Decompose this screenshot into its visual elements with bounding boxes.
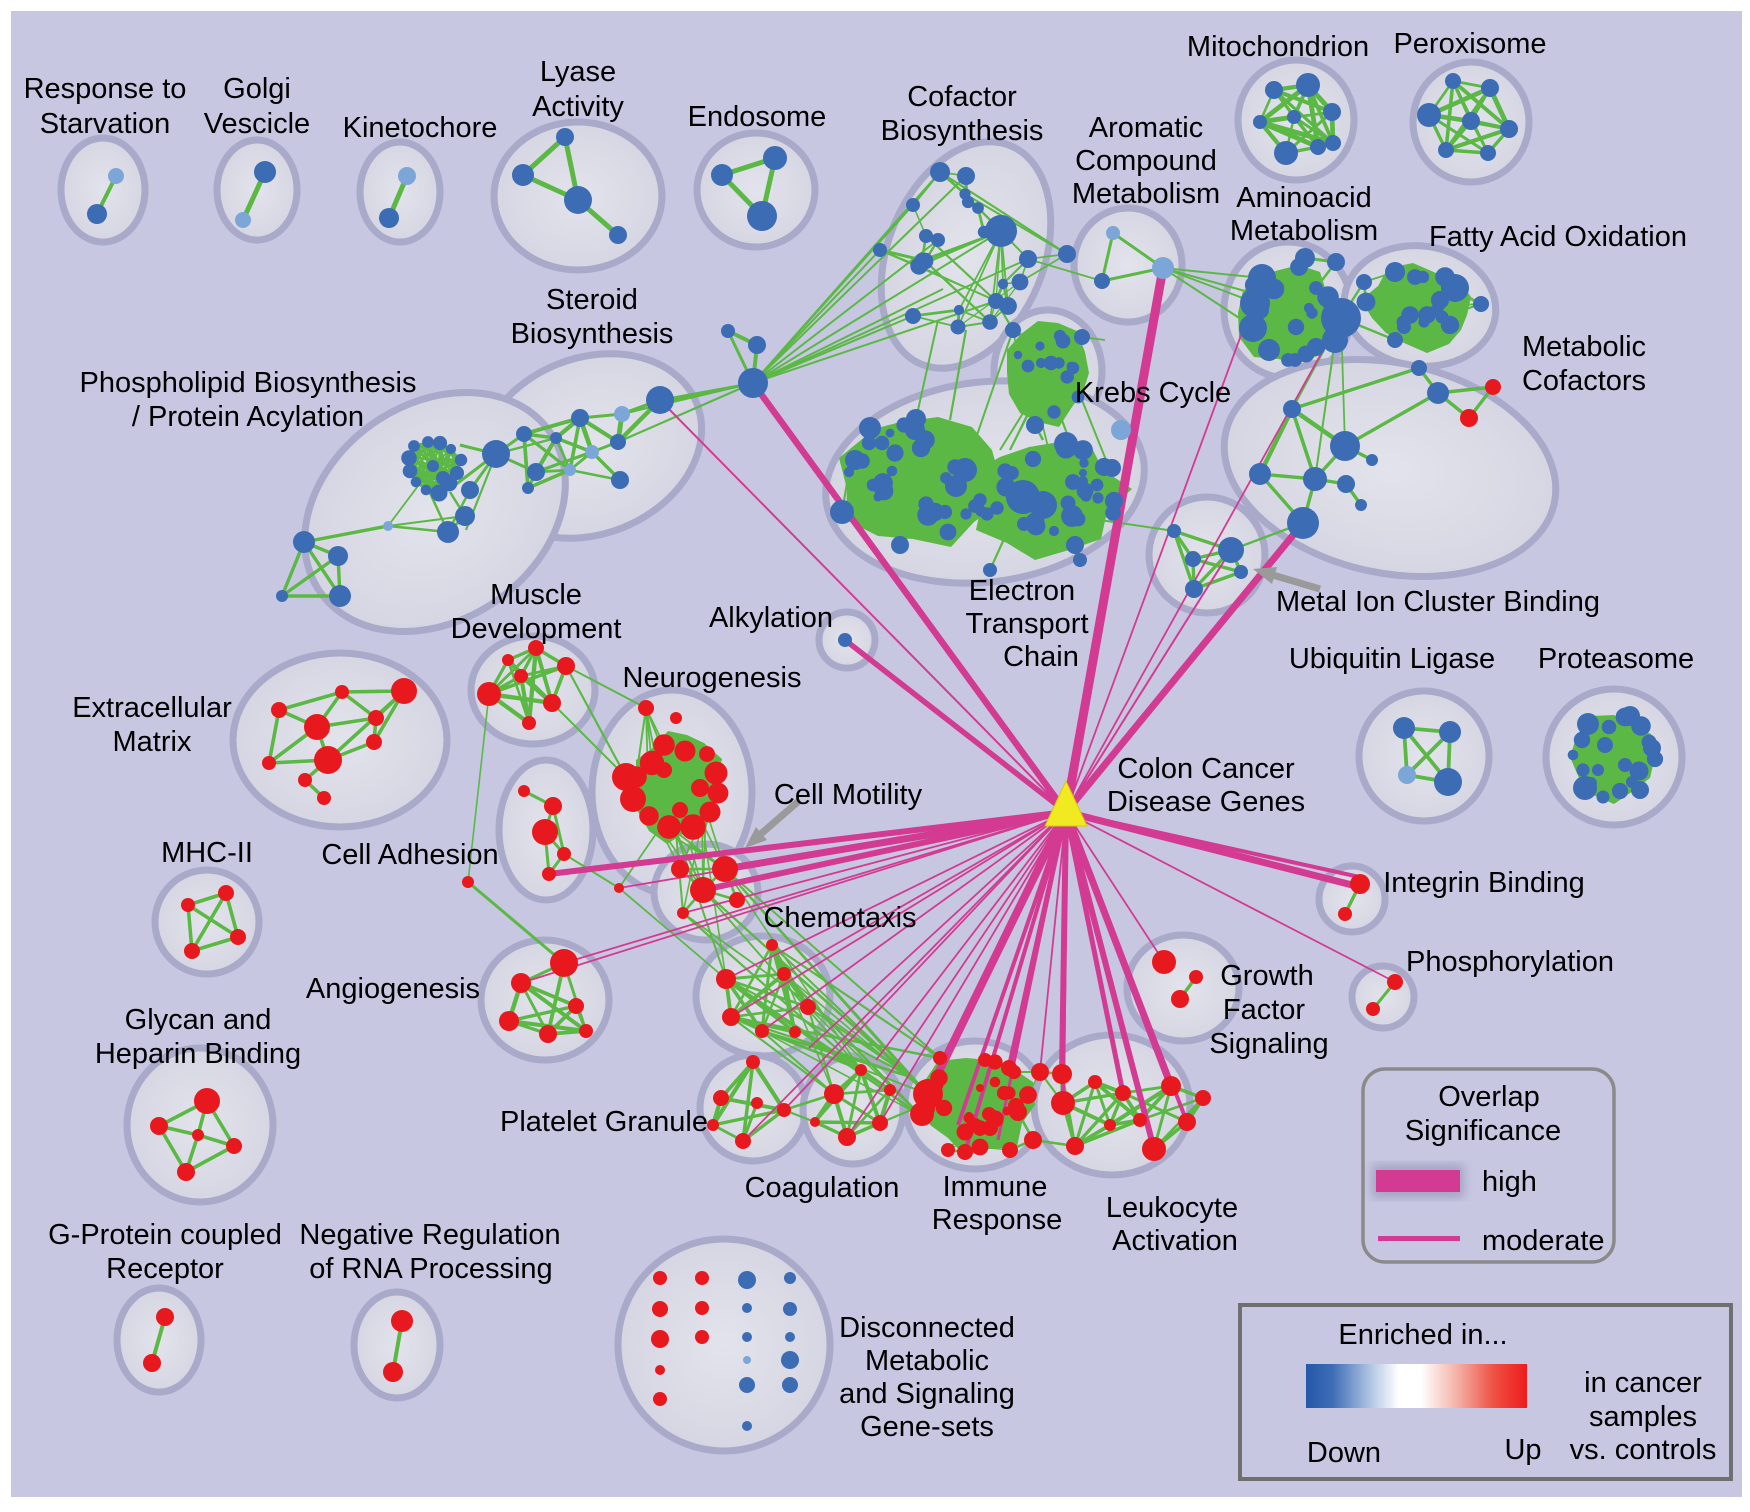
svg-text:Gene-sets: Gene-sets xyxy=(860,1411,994,1443)
svg-text:Matrix: Matrix xyxy=(113,726,192,758)
svg-text:Phosphorylation: Phosphorylation xyxy=(1406,946,1614,978)
svg-text:Endosome: Endosome xyxy=(688,101,827,133)
svg-text:Response to: Response to xyxy=(24,73,187,105)
svg-text:Activation: Activation xyxy=(1112,1225,1238,1257)
svg-text:Cofactors: Cofactors xyxy=(1522,365,1646,397)
svg-text:Metal Ion Cluster Binding: Metal Ion Cluster Binding xyxy=(1276,586,1600,618)
svg-text:Cell Motility: Cell Motility xyxy=(774,779,923,811)
svg-text:Compound: Compound xyxy=(1075,145,1217,177)
svg-text:Alkylation: Alkylation xyxy=(709,602,833,634)
svg-text:Lyase: Lyase xyxy=(540,56,616,88)
svg-text:Immune: Immune xyxy=(943,1171,1048,1203)
svg-text:vs. controls: vs. controls xyxy=(1570,1434,1717,1466)
svg-text:Extracellular: Extracellular xyxy=(72,692,232,724)
svg-text:Angiogenesis: Angiogenesis xyxy=(306,973,480,1005)
svg-text:Biosynthesis: Biosynthesis xyxy=(511,318,674,350)
svg-text:Kinetochore: Kinetochore xyxy=(343,112,498,144)
svg-text:Aromatic: Aromatic xyxy=(1089,112,1203,144)
svg-text:Response: Response xyxy=(932,1204,1063,1236)
svg-text:Metabolic: Metabolic xyxy=(865,1345,989,1377)
svg-text:Growth: Growth xyxy=(1220,960,1313,992)
svg-text:Cell Adhesion: Cell Adhesion xyxy=(321,839,498,871)
svg-text:Receptor: Receptor xyxy=(106,1253,224,1285)
svg-text:Integrin Binding: Integrin Binding xyxy=(1383,867,1585,899)
svg-text:Electron: Electron xyxy=(969,575,1075,607)
svg-text:Mitochondrion: Mitochondrion xyxy=(1187,31,1369,63)
svg-text:Signaling: Signaling xyxy=(1209,1028,1328,1060)
svg-text:of RNA Processing: of RNA Processing xyxy=(309,1253,552,1285)
svg-text:Metabolic: Metabolic xyxy=(1522,331,1646,363)
svg-text:Transport: Transport xyxy=(965,608,1088,640)
svg-text:Disconnected: Disconnected xyxy=(839,1312,1015,1344)
svg-text:Heparin Binding: Heparin Binding xyxy=(95,1038,301,1070)
svg-text:Negative Regulation: Negative Regulation xyxy=(299,1219,560,1251)
svg-text:Ubiquitin Ligase: Ubiquitin Ligase xyxy=(1289,643,1495,675)
svg-text:Overlap: Overlap xyxy=(1438,1081,1540,1113)
svg-text:/ Protein Acylation: / Protein Acylation xyxy=(132,401,364,433)
svg-text:Neurogenesis: Neurogenesis xyxy=(623,662,802,694)
svg-text:Metabolism: Metabolism xyxy=(1072,178,1220,210)
svg-text:Factor: Factor xyxy=(1223,994,1306,1026)
svg-text:Development: Development xyxy=(451,613,622,645)
svg-text:Starvation: Starvation xyxy=(40,108,171,140)
svg-text:Activity: Activity xyxy=(532,91,624,123)
svg-text:Chain: Chain xyxy=(1003,641,1079,673)
svg-text:Muscle: Muscle xyxy=(490,579,582,611)
svg-text:moderate: moderate xyxy=(1482,1225,1605,1257)
svg-text:high: high xyxy=(1482,1166,1537,1198)
svg-text:Phospholipid Biosynthesis: Phospholipid Biosynthesis xyxy=(80,367,417,399)
svg-text:Up: Up xyxy=(1504,1434,1541,1466)
svg-text:Krebs Cycle: Krebs Cycle xyxy=(1075,377,1231,409)
svg-text:Metabolism: Metabolism xyxy=(1230,215,1378,247)
svg-text:Vescicle: Vescicle xyxy=(204,108,310,140)
svg-text:Aminoacid: Aminoacid xyxy=(1236,182,1371,214)
svg-text:Down: Down xyxy=(1307,1437,1381,1469)
svg-text:Platelet Granule: Platelet Granule xyxy=(500,1106,708,1138)
svg-text:and Signaling: and Signaling xyxy=(839,1378,1015,1410)
svg-text:Colon Cancer: Colon Cancer xyxy=(1117,753,1295,785)
svg-text:Golgi: Golgi xyxy=(223,73,291,105)
svg-text:Disease Genes: Disease Genes xyxy=(1107,786,1305,818)
svg-text:Chemotaxis: Chemotaxis xyxy=(763,902,916,934)
svg-text:in cancer: in cancer xyxy=(1584,1367,1702,1399)
svg-text:G-Protein coupled: G-Protein coupled xyxy=(48,1219,282,1251)
svg-text:Cofactor: Cofactor xyxy=(907,81,1017,113)
svg-text:Significance: Significance xyxy=(1405,1115,1561,1147)
svg-text:Peroxisome: Peroxisome xyxy=(1393,28,1546,60)
svg-text:Fatty Acid Oxidation: Fatty Acid Oxidation xyxy=(1429,221,1687,253)
svg-text:Proteasome: Proteasome xyxy=(1538,643,1694,675)
svg-text:Glycan and: Glycan and xyxy=(125,1004,272,1036)
svg-text:MHC-II: MHC-II xyxy=(161,837,253,869)
svg-text:Coagulation: Coagulation xyxy=(745,1172,900,1204)
svg-text:samples: samples xyxy=(1589,1401,1697,1433)
svg-text:Enriched in...: Enriched in... xyxy=(1338,1319,1507,1351)
svg-text:Steroid: Steroid xyxy=(546,284,638,316)
svg-text:Biosynthesis: Biosynthesis xyxy=(881,115,1044,147)
svg-text:Leukocyte: Leukocyte xyxy=(1106,1192,1238,1224)
